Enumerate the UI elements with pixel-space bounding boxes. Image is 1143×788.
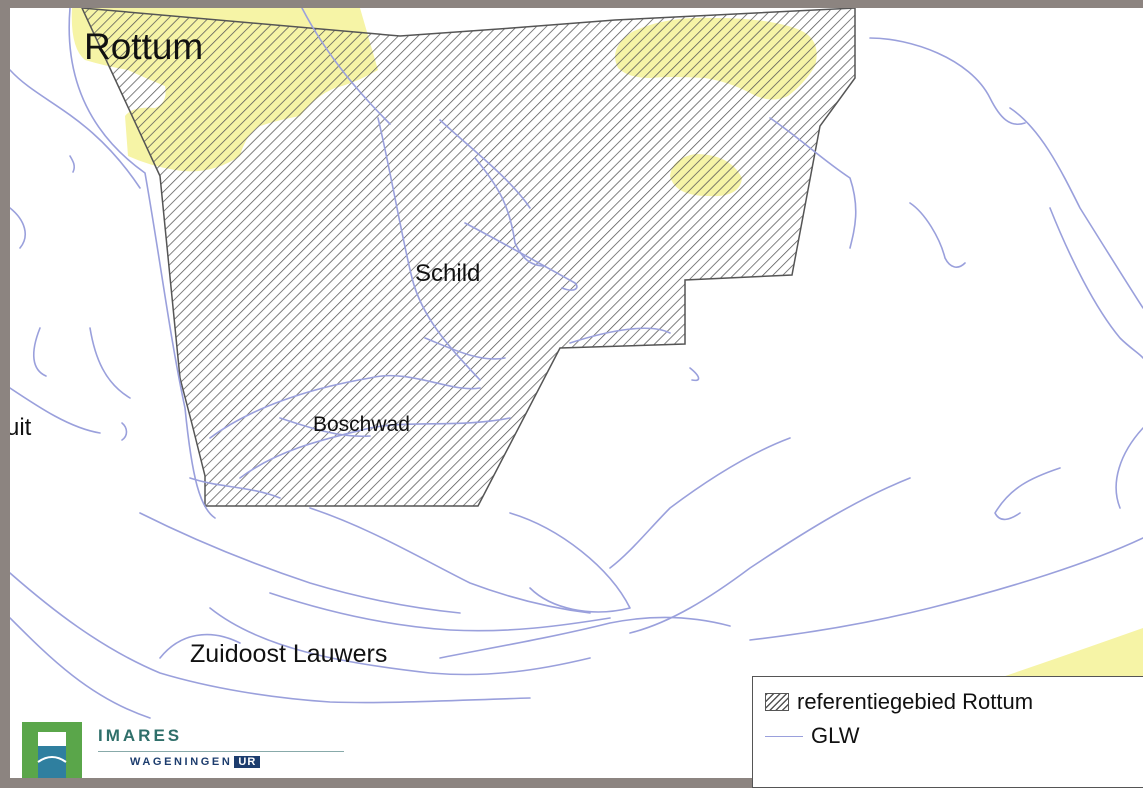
- place-label-rottum: Rottum: [84, 26, 204, 67]
- legend-item-glw: GLW: [765, 723, 859, 749]
- imares-mark-icon: [22, 722, 82, 778]
- map-graphic: [10, 8, 1143, 778]
- map-canvas[interactable]: Rottum Schild Boschwad Zuidoost Lauwers …: [10, 8, 1143, 778]
- glw-lines: [10, 8, 1143, 719]
- reference-area-rottum: [81, 8, 856, 507]
- logo-name: IMARES: [98, 726, 183, 745]
- place-label-partial: uit: [10, 414, 32, 441]
- logo-sub-name: WAGENINGEN: [130, 756, 233, 768]
- hatch-swatch-icon: [765, 693, 789, 711]
- legend-label: referentiegebied Rottum: [797, 689, 1034, 714]
- logo-divider: [98, 751, 344, 752]
- place-label-zuidoost-lauwers: Zuidoost Lauwers: [190, 640, 388, 668]
- place-label-boschwad: Boschwad: [313, 413, 410, 436]
- logo-ur-badge: UR: [234, 756, 261, 768]
- legend-label: GLW: [811, 723, 860, 748]
- place-label-schild: Schild: [415, 260, 481, 287]
- line-swatch-icon: [765, 735, 803, 737]
- imares-logo: IMARES WAGENINGEN UR: [10, 712, 350, 778]
- map-legend: referentiegebied Rottum GLW: [752, 676, 1143, 788]
- logo-subtitle: WAGENINGEN UR: [130, 756, 261, 768]
- legend-item-reference-area: referentiegebied Rottum: [765, 689, 1033, 715]
